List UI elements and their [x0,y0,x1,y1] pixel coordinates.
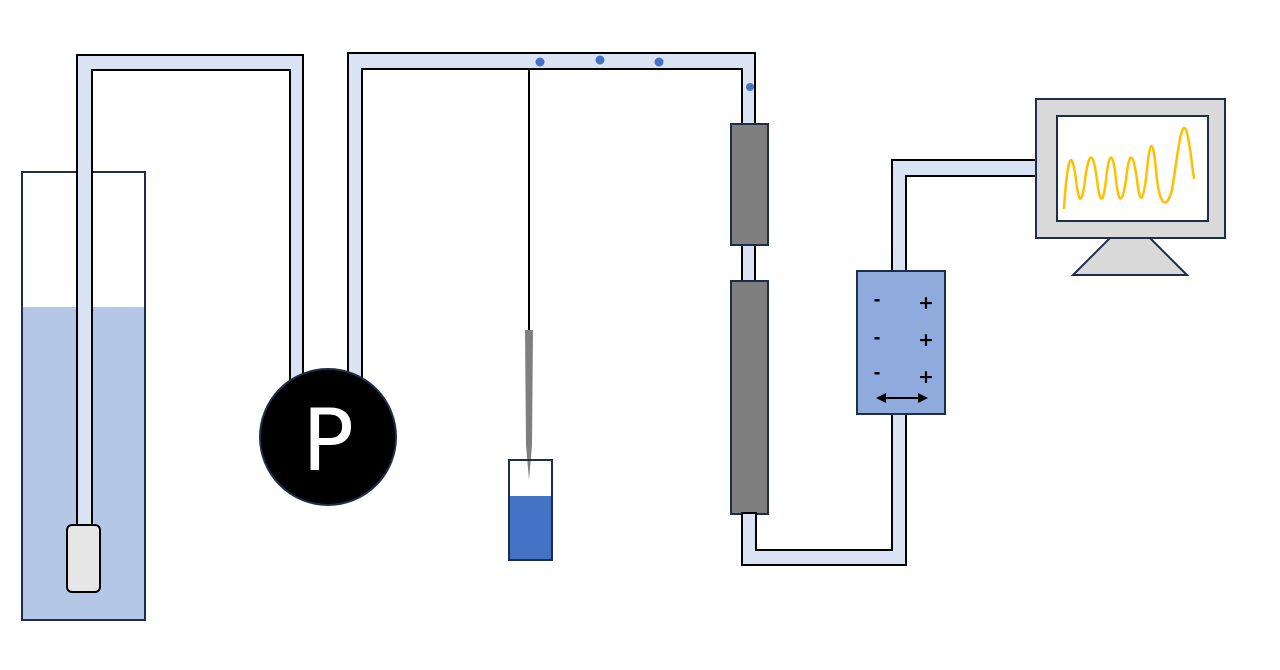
monitor-stand [1070,237,1190,276]
pump-icon [259,368,397,506]
injector [525,70,533,480]
vial-outline [508,459,553,561]
detector: - - - + + + [856,270,946,415]
monitor-screen [1056,115,1209,222]
needle-icon [525,330,533,480]
detector-sign-plus-2: + [918,329,934,351]
monitor-icon [1035,98,1226,276]
pump-label: P [302,391,354,491]
double-arrow-icon [876,393,928,403]
pump: P [259,368,397,506]
air-bubbles [535,55,754,91]
signal-trace [1062,126,1196,210]
guard-column [730,123,769,246]
sample-liquid [509,496,552,560]
bubble [654,57,664,67]
analytical-column [730,280,769,515]
bubble [746,83,754,91]
detector-to-monitor-tube [891,159,1038,273]
bubble [535,57,545,67]
bubble [595,55,605,65]
column-connector [741,243,756,283]
outlet-tube [347,52,756,381]
detector-body [856,270,946,415]
sample-vial [508,459,553,561]
detector-sign-plus-1: + [918,292,934,314]
detector-sign-minus-3: - [873,363,880,383]
filter-icon [66,524,101,593]
detector-sign-minus-2: - [873,328,880,348]
detector-sign-minus-1: - [873,290,880,310]
detector-sign-plus-3: + [918,366,934,388]
